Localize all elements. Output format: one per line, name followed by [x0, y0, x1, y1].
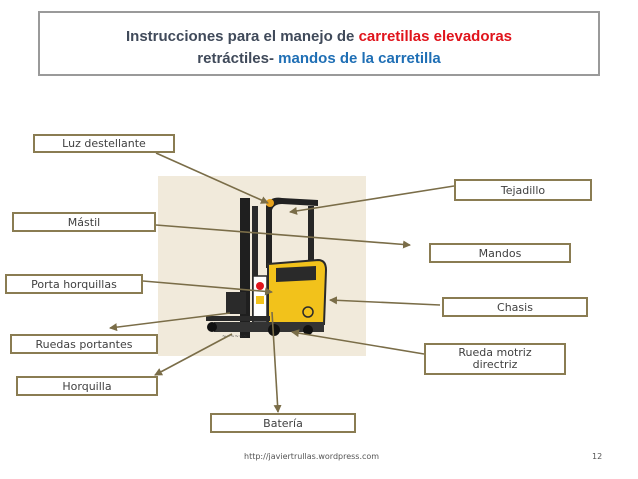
forklift-drawing: ~~~~~~: [206, 197, 328, 340]
arrow-luz: [155, 152, 269, 204]
title-highlight-red: carretillas elevadoras: [358, 28, 513, 45]
title-line-2: retráctiles- mandos de la carretilla: [40, 50, 598, 67]
arrow-tejadillo: [289, 185, 455, 215]
label-rueda-motriz-directriz: Rueda motriz directriz: [424, 343, 566, 375]
arrow-ruedas-portantes: [109, 312, 231, 332]
drive-wheel-shape: [268, 324, 280, 336]
label-luz-destellante: Luz destellante: [33, 134, 175, 153]
page-number: 12: [592, 452, 603, 461]
title-prefix: Instrucciones para el manejo de: [125, 28, 355, 45]
mast-shape: [240, 198, 250, 338]
fork-carriage-shape: [226, 292, 246, 314]
label-ruedas-portantes: Ruedas portantes: [10, 334, 158, 354]
label-mandos: Mandos: [429, 243, 571, 263]
footer-url: http://javiertrullas.wordpress.com: [244, 452, 380, 461]
arrow-mastil: [155, 224, 411, 249]
arrow-porta: [142, 280, 273, 296]
arrow-rueda-motriz: [291, 329, 425, 355]
label-chasis: Chasis: [442, 297, 588, 317]
label-mastil: Mástil: [12, 212, 156, 232]
svg-text:~~~~~~: ~~~~~~: [222, 334, 247, 340]
mast-inner-shape: [252, 206, 258, 332]
load-wheel-shape: [207, 322, 217, 332]
label-porta-horquillas: Porta horquillas: [5, 274, 143, 294]
fork-shape: [206, 316, 270, 321]
label-tejadillo: Tejadillo: [454, 179, 592, 201]
subtitle-prefix: retráctiles-: [197, 50, 274, 67]
label-horquilla: Horquilla: [16, 376, 158, 396]
arrow-chasis: [329, 296, 441, 306]
subtitle-highlight-blue: mandos de la carretilla: [278, 50, 441, 67]
title-line-1: Instrucciones para el manejo de carretil…: [40, 28, 598, 45]
arrow-bateria: [271, 311, 282, 413]
arrow-horquilla: [154, 333, 233, 376]
label-bateria: Batería: [210, 413, 356, 433]
title-box: Instrucciones para el manejo de carretil…: [38, 11, 600, 76]
